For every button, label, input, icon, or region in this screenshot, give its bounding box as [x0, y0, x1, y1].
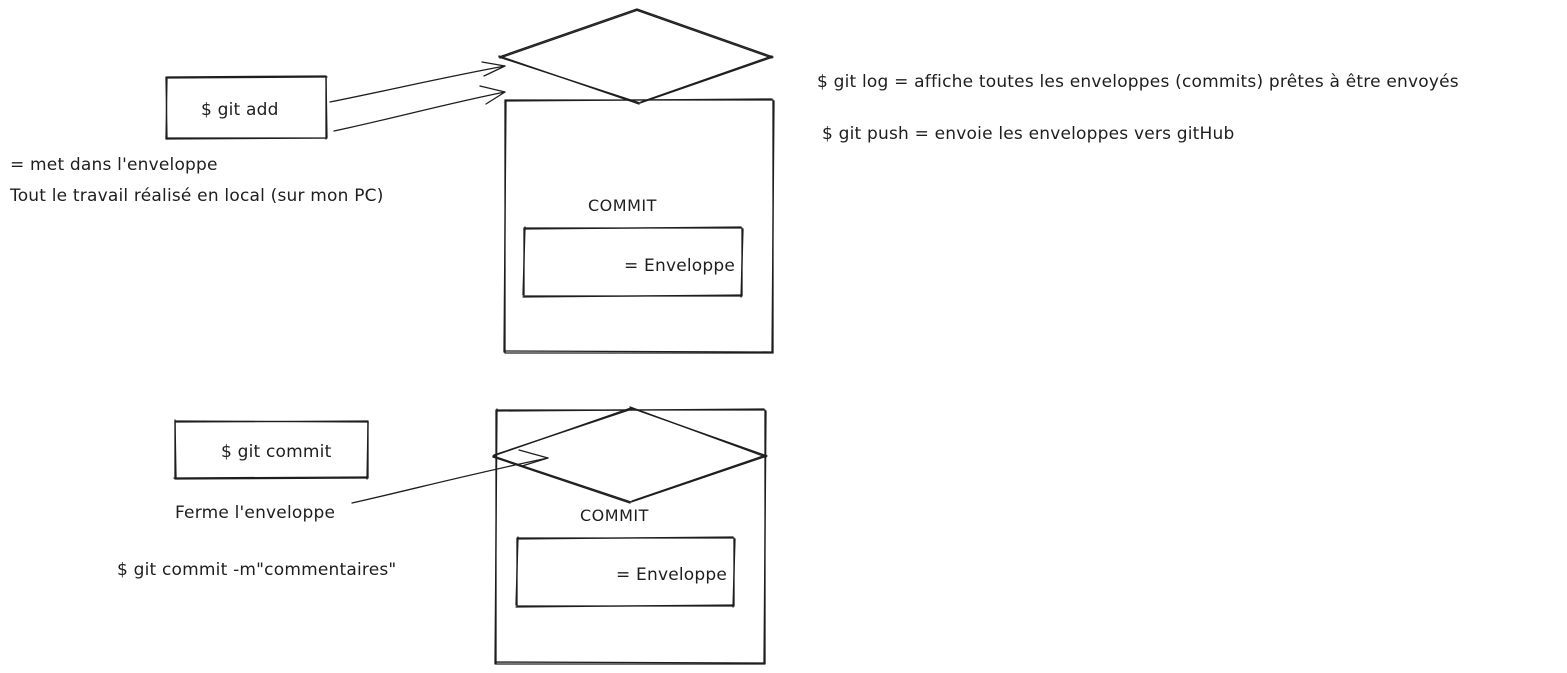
git-push-note: $ git push = envoie les enveloppes vers … — [822, 124, 1235, 144]
git-commit-arrow — [351, 449, 549, 504]
git-add-box — [165, 75, 328, 140]
commit-example: $ git commit -m"commentaires" — [117, 560, 397, 580]
git-log-note: $ git log = affiche toutes les enveloppe… — [817, 72, 1459, 92]
git-add-label: $ git add — [201, 100, 279, 120]
git-commit-box — [173, 419, 369, 480]
top-envelope-box — [522, 226, 744, 298]
git-commit-label: $ git commit — [221, 442, 332, 462]
bottom-envelope-box — [515, 536, 736, 608]
git-add-arrows — [329, 61, 506, 132]
top-commit-box — [503, 98, 775, 354]
add-note-line1: = met dans l'enveloppe — [10, 155, 218, 175]
bottom-diamond — [492, 406, 768, 504]
bottom-envelope-label: = Enveloppe — [616, 565, 728, 585]
commit-note: Ferme l'enveloppe — [175, 503, 336, 523]
top-envelope-label: = Enveloppe — [624, 256, 736, 276]
top-diamond — [498, 8, 774, 105]
top-commit-label: COMMIT — [588, 196, 657, 215]
bottom-commit-label: COMMIT — [580, 506, 649, 525]
add-note-line2: Tout le travail réalisé en local (sur mo… — [10, 186, 384, 206]
